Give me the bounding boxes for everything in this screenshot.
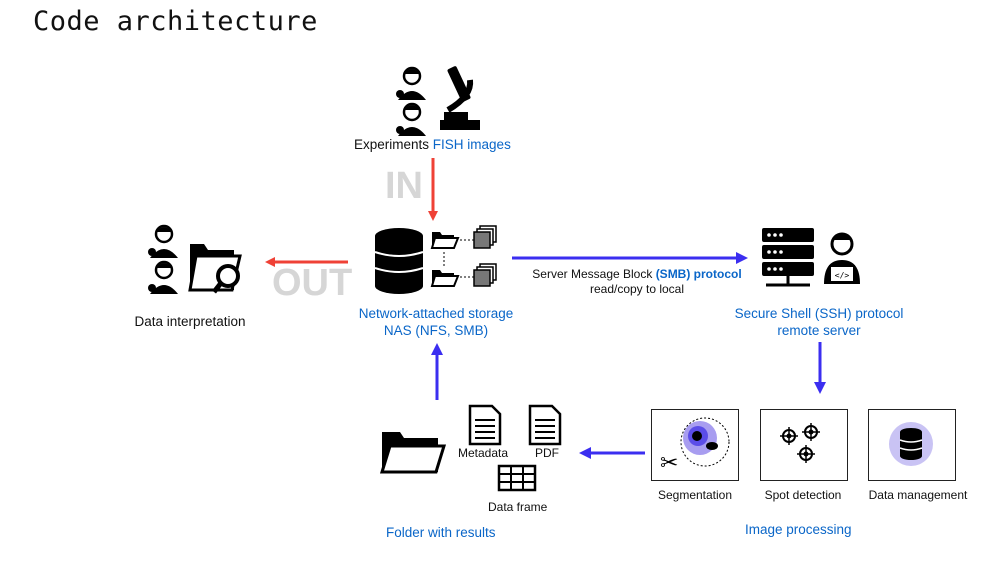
experiments-label: Experiments FISH images — [354, 137, 511, 152]
nas-label: Network-attached storage NAS (NFS, SMB) — [346, 305, 526, 339]
nas-line2: NAS (NFS, SMB) — [383, 323, 489, 338]
results-folder-icon — [379, 432, 447, 474]
ssh-line1: Secure Shell (SSH) protocol — [734, 306, 904, 321]
nas-line1: Network-attached storage — [358, 306, 514, 321]
image-stack-icon — [473, 263, 497, 287]
scientist-icon — [396, 102, 426, 136]
smb-line2: read/copy to local — [589, 282, 685, 296]
smb-label: Server Message Block (SMB) protocol read… — [524, 267, 750, 297]
database-icon — [374, 228, 424, 294]
segmentation-icon: ✂ — [660, 417, 730, 476]
fish-images-text: FISH images — [432, 137, 511, 152]
metadata-document-icon — [468, 404, 502, 446]
folder-search-icon — [188, 244, 242, 294]
image-processing-title: Image processing — [745, 522, 852, 537]
pdf-label: PDF — [535, 446, 559, 460]
developer-icon: </> — [824, 232, 860, 284]
experiments-text: Experiments — [354, 137, 430, 152]
smb-highlight: (SMB) protocol — [655, 267, 742, 281]
spot-detection-panel — [760, 409, 848, 481]
spot-detection-icon — [780, 423, 820, 463]
dataframe-label: Data frame — [488, 500, 548, 514]
svg-text:✂: ✂ — [660, 451, 678, 476]
smb-prefix: Server Message Block — [532, 267, 653, 281]
scientist-icon — [148, 260, 178, 294]
data-interpretation-label: Data interpretation — [134, 314, 246, 329]
out-label: OUT — [272, 262, 353, 304]
microscope-icon — [440, 66, 480, 130]
ssh-line2: remote server — [777, 323, 861, 338]
data-management-label: Data management — [868, 488, 968, 502]
spot-detection-label: Spot detection — [764, 488, 842, 502]
metadata-label: Metadata — [458, 446, 509, 460]
server-icon — [762, 228, 814, 287]
page-title: Code architecture — [33, 6, 318, 37]
table-icon — [497, 464, 537, 492]
pdf-document-icon — [528, 404, 562, 446]
scientist-icon — [148, 224, 178, 258]
data-management-panel — [868, 409, 956, 481]
scientist-icon — [396, 66, 426, 100]
folder-icon — [430, 270, 460, 287]
in-label: IN — [385, 165, 423, 207]
data-management-icon — [889, 422, 933, 466]
ssh-label: Secure Shell (SSH) protocol remote serve… — [714, 305, 924, 339]
svg-text:</>: </> — [835, 271, 850, 280]
results-title: Folder with results — [386, 525, 496, 540]
image-stack-icon — [473, 225, 497, 249]
folder-icon — [430, 232, 460, 249]
segmentation-label: Segmentation — [657, 488, 733, 502]
segmentation-panel: ✂ — [651, 409, 739, 481]
